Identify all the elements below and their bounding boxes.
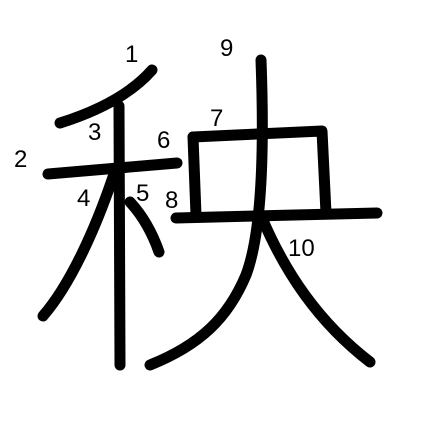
stroke-number-4: 4 (77, 185, 90, 212)
stroke-4 (37, 171, 119, 322)
stroke-10 (256, 212, 376, 368)
stroke-3 (113, 100, 126, 371)
stroke-8 (170, 207, 383, 224)
character-strokes (37, 54, 383, 371)
stroke-number-9: 9 (220, 35, 233, 62)
stroke-5 (124, 196, 165, 258)
stroke-number-1: 1 (125, 41, 138, 68)
stroke-number-5: 5 (136, 180, 149, 207)
stroke-6 (187, 131, 202, 221)
stroke-2 (42, 157, 183, 180)
stroke-order-numbers: 1 2 3 4 5 6 7 8 9 10 (14, 35, 315, 262)
stroke-number-6: 6 (157, 127, 170, 154)
stroke-number-2: 2 (14, 146, 27, 173)
stroke-9 (144, 54, 268, 371)
stroke-number-8: 8 (165, 187, 178, 214)
stroke-1 (54, 64, 158, 129)
stroke-number-3: 3 (88, 119, 101, 146)
stroke-number-7: 7 (210, 105, 223, 132)
stroke-number-10: 10 (288, 235, 315, 262)
stroke-7 (187, 125, 332, 219)
